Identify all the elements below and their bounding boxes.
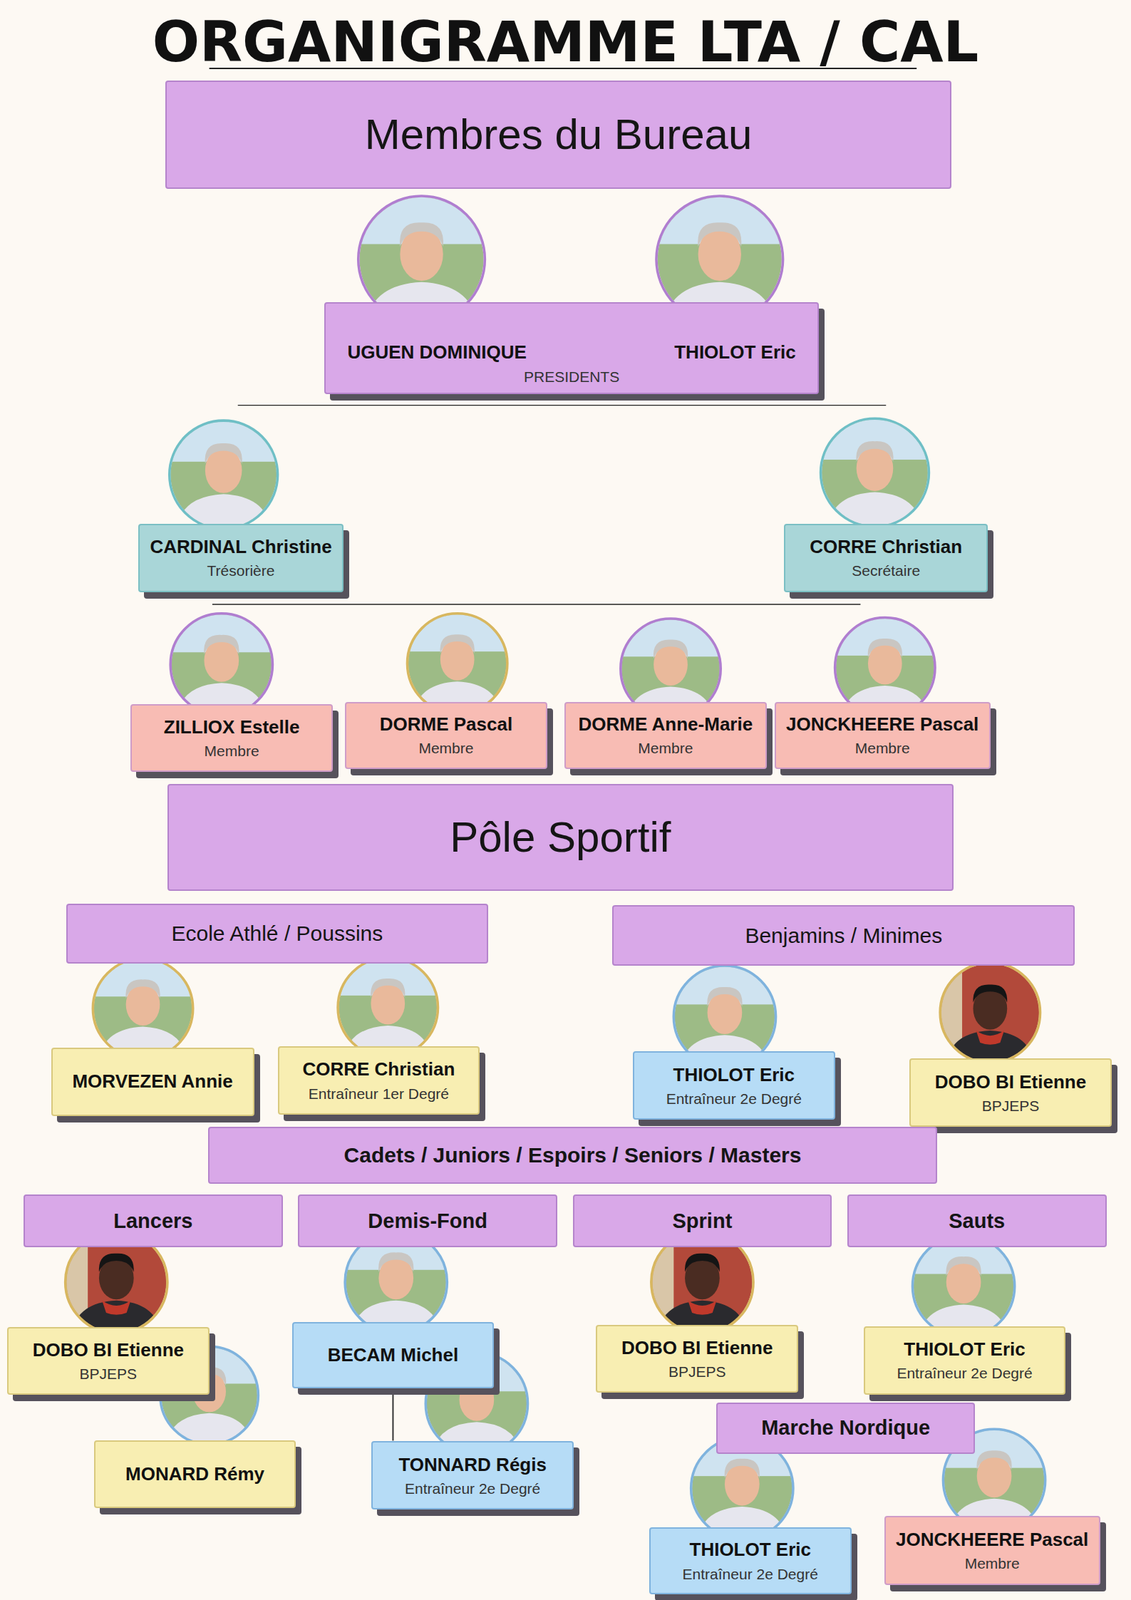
person-name: THIOLOT Eric <box>903 1338 1025 1361</box>
person-name: DORME Pascal <box>379 713 513 736</box>
band-title: Benjamins / Minimes <box>744 922 943 949</box>
person-name: UGUEN DOMINIQUE <box>347 341 526 364</box>
band-title: Demis-Fond <box>367 1208 488 1234</box>
person-role: Entraîneur 2e Degré <box>404 1479 541 1498</box>
person-role: Entraîneur 2e Degré <box>896 1364 1032 1382</box>
portrait-frame <box>170 613 273 716</box>
band-title: Pôle Sportif <box>449 811 671 864</box>
coach-box: BECAM Michel <box>292 1321 495 1389</box>
portrait-frame <box>940 962 1040 1063</box>
portrait-frame <box>337 957 438 1058</box>
person-role: BPJEPS <box>668 1362 727 1381</box>
person-role: PRESIDENTS <box>523 367 620 386</box>
person-name: MORVEZEN Annie <box>71 1070 233 1093</box>
connector-line <box>391 1388 394 1442</box>
person-name: DORME Anne-Marie <box>578 713 754 736</box>
discipline-band: Sauts <box>847 1194 1107 1248</box>
person-name: TONNARD Régis <box>398 1453 547 1476</box>
member-box: JONCKHEERE PascalMembre <box>884 1515 1101 1585</box>
group-band: Cadets / Juniors / Espoirs / Seniors / M… <box>208 1126 938 1184</box>
portrait-frame <box>912 1235 1015 1337</box>
section-band: Membres du Bureau <box>165 80 952 189</box>
person-role: BPJEPS <box>79 1364 138 1383</box>
person-role: Entraîneur 2e Degré <box>666 1089 802 1108</box>
person-role: Entraîneur 2e Degré <box>682 1565 819 1583</box>
person-role: Membre <box>855 739 911 757</box>
discipline-band: Lancers <box>23 1194 283 1248</box>
group-band: Benjamins / Minimes <box>612 905 1075 966</box>
person-name: BECAM Michel <box>327 1344 459 1367</box>
portrait-photo <box>337 957 438 1060</box>
officer-box: CORRE ChristianSecrétaire <box>783 523 988 593</box>
person-role: Entraîneur 1er Degré <box>308 1084 449 1103</box>
discipline-band: Demis-Fond <box>297 1194 558 1248</box>
coach-box: MONARD Rémy <box>94 1440 297 1508</box>
name-row: UGUEN DOMINIQUE THIOLOT Eric <box>332 341 810 364</box>
person-name: CORRE Christian <box>809 535 963 559</box>
person-name: THIOLOT Eric <box>689 1538 812 1561</box>
person-name: ZILLIOX Estelle <box>163 716 301 739</box>
group-band: Ecole Athlé / Poussins <box>66 903 489 965</box>
coach-box: TONNARD RégisEntraîneur 2e Degré <box>371 1441 574 1510</box>
band-title: Membres du Bureau <box>364 109 753 161</box>
band-title: Lancers <box>113 1208 193 1234</box>
person-role: Trésorière <box>207 561 276 580</box>
member-box: DORME Anne-MarieMembre <box>564 701 767 769</box>
discipline-band: Marche Nordique <box>716 1402 975 1454</box>
president-box: UGUEN DOMINIQUE THIOLOT EricPRESIDENTS <box>324 302 819 395</box>
separator-line <box>212 603 861 605</box>
coach-box: THIOLOT EricEntraîneur 2e Degré <box>632 1051 836 1120</box>
band-title: Cadets / Juniors / Espoirs / Seniors / M… <box>344 1142 802 1169</box>
portrait-photo <box>170 613 273 718</box>
member-box: DORME PascalMembre <box>344 701 548 769</box>
person-name: DOBO BI Etienne <box>935 1071 1087 1094</box>
coach-box: THIOLOT EricEntraîneur 2e Degré <box>649 1527 852 1595</box>
person-name: DOBO BI Etienne <box>32 1339 184 1362</box>
band-title: Sauts <box>948 1208 1005 1234</box>
person-name: DOBO BI Etienne <box>621 1336 773 1360</box>
officer-box: CARDINAL ChristineTrésorière <box>138 523 344 593</box>
person-name: JONCKHEERE Pascal <box>895 1528 1089 1551</box>
coach-box: DOBO BI EtienneBPJEPS <box>7 1326 210 1395</box>
portrait-photo <box>169 420 278 531</box>
person-name: THIOLOT Eric <box>674 341 796 364</box>
portrait-frame <box>406 613 507 714</box>
person-name: CORRE Christian <box>302 1058 455 1081</box>
band-title: Ecole Athlé / Poussins <box>171 920 383 947</box>
portrait-photo <box>820 418 930 529</box>
portrait-photo <box>92 958 193 1061</box>
coach-box: THIOLOT EricEntraîneur 2e Degré <box>863 1326 1067 1395</box>
section-band: Pôle Sportif <box>167 783 954 891</box>
discipline-band: Sprint <box>572 1194 833 1248</box>
person-role: BPJEPS <box>982 1096 1040 1115</box>
coach-box: DOBO BI EtienneBPJEPS <box>595 1324 799 1393</box>
member-box: JONCKHEERE PascalMembre <box>774 701 991 769</box>
person-name: THIOLOT Eric <box>673 1064 795 1087</box>
person-role: Membre <box>637 739 693 757</box>
separator-line <box>238 404 887 406</box>
person-role: Membre <box>204 741 260 760</box>
person-name: JONCKHEERE Pascal <box>786 713 979 736</box>
portrait-frame <box>820 418 930 527</box>
chart-title: ORGANIGRAMME LTA / CAL <box>0 14 1131 70</box>
person-name: CARDINAL Christine <box>149 535 332 559</box>
portrait-frame <box>92 958 193 1059</box>
portrait-photo <box>912 1235 1015 1340</box>
person-role: Membre <box>418 739 474 757</box>
portrait-photo <box>940 962 1040 1065</box>
coach-box: MORVEZEN Annie <box>51 1047 255 1117</box>
person-name: MONARD Rémy <box>125 1463 265 1486</box>
portrait-photo <box>406 613 507 716</box>
coach-box: CORRE ChristianEntraîneur 1er Degré <box>277 1046 481 1115</box>
person-role: Membre <box>964 1554 1020 1573</box>
band-title: Marche Nordique <box>761 1415 931 1441</box>
band-title: Sprint <box>672 1208 733 1234</box>
member-box: ZILLIOX EstelleMembre <box>130 704 333 772</box>
person-role: Secrétaire <box>851 561 921 580</box>
portrait-frame <box>169 420 278 529</box>
coach-box: DOBO BI EtienneBPJEPS <box>909 1058 1112 1127</box>
